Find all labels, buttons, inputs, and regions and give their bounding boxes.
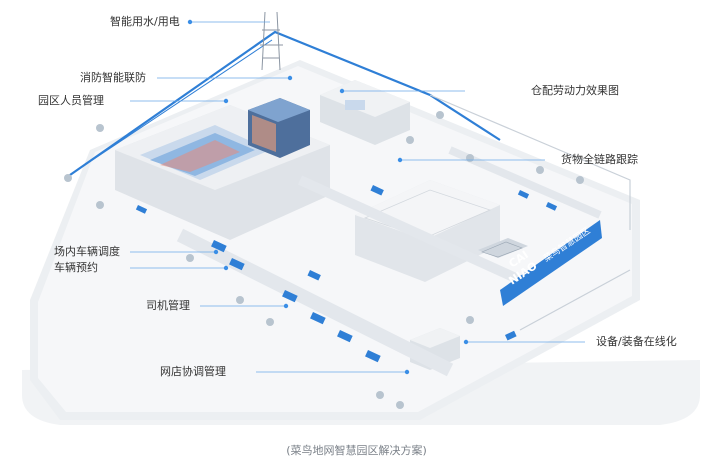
label-fire: 消防智能联防 xyxy=(80,71,146,84)
label-equipment: 设备/装备在线化 xyxy=(596,335,677,348)
storage-tower xyxy=(248,98,310,158)
leader-lines xyxy=(130,21,585,373)
perimeter-fence xyxy=(429,94,631,331)
trucks xyxy=(135,185,558,363)
power-line xyxy=(69,11,501,176)
roof-panels xyxy=(478,238,528,258)
label-personnel: 园区人员管理 xyxy=(38,94,104,107)
hotspot-dots xyxy=(187,19,469,375)
label-labor: 仓配劳动力效果图 xyxy=(531,84,619,97)
smart-park-illustration: CAI NIAO 菜鸟智慧园区 xyxy=(22,11,700,425)
figure-caption: (菜鸟地网智慧园区解决方案) xyxy=(286,444,427,457)
label-store: 网店协调管理 xyxy=(160,365,226,378)
label-dispatch: 场内车辆调度 xyxy=(54,245,120,258)
label-driver: 司机管理 xyxy=(146,299,190,312)
label-booking: 车辆预约 xyxy=(54,261,98,274)
label-tracking: 货物全链路跟踪 xyxy=(561,153,638,166)
trees xyxy=(64,111,584,409)
label-utility: 智能用水/用电 xyxy=(110,15,180,28)
roads xyxy=(176,146,602,377)
main-warehouse xyxy=(115,105,330,240)
